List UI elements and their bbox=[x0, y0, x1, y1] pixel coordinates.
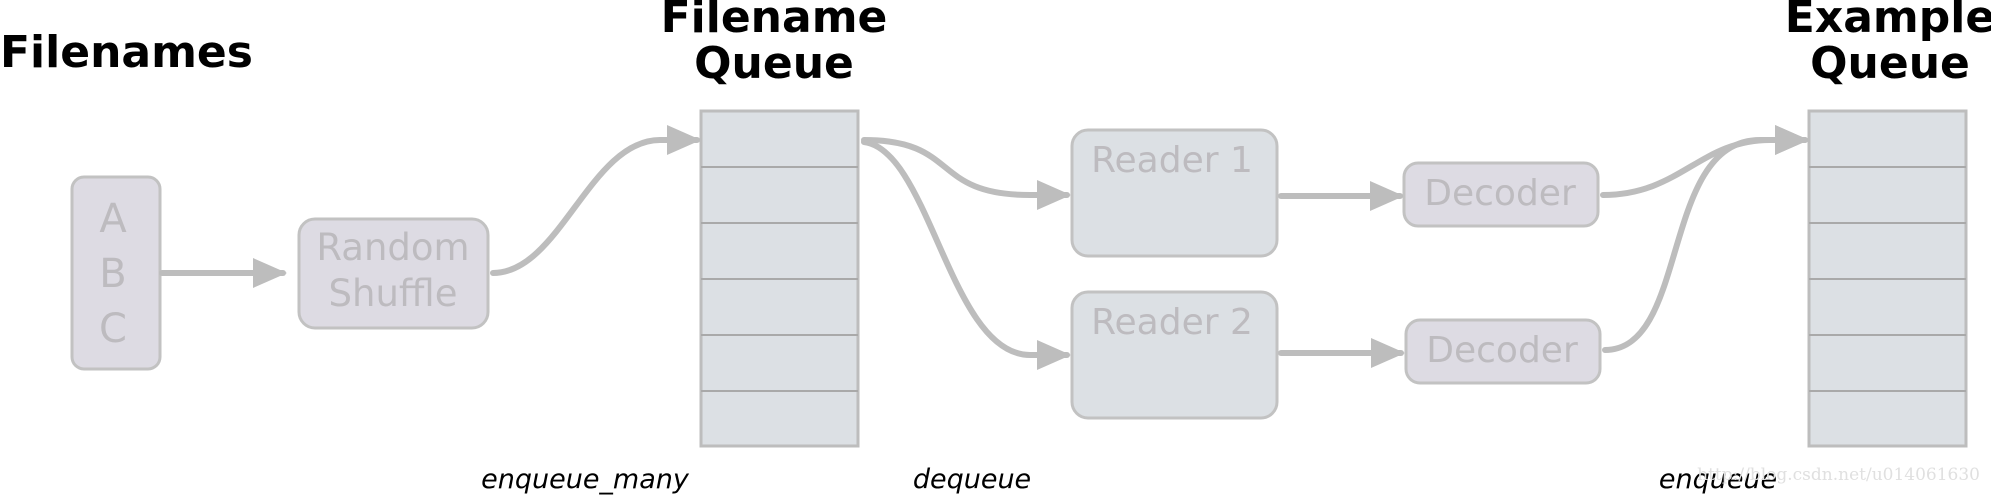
decoder-1-label: Decoder bbox=[1424, 173, 1576, 214]
filename-queue-heading-line1: Filename bbox=[661, 0, 888, 43]
dequeue-caption: dequeue bbox=[913, 464, 1031, 495]
arrow-filename-queue-to-reader-1 bbox=[861, 137, 1071, 210]
random-shuffle-label-line1: Random bbox=[316, 226, 469, 269]
filename-queue-heading-line2: Queue bbox=[694, 38, 854, 89]
example-queue-slot-dividers bbox=[1809, 166, 1966, 392]
decoder-1-box bbox=[1402, 161, 1600, 228]
enqueue-many-caption: enqueue_many bbox=[481, 464, 690, 495]
filename-item-c: C bbox=[99, 306, 127, 352]
reader-1-box bbox=[1070, 128, 1279, 258]
decoder-2-label: Decoder bbox=[1426, 330, 1578, 371]
arrow-decoder-1-to-example-queue bbox=[1600, 125, 1809, 198]
enqueue-caption: enqueue bbox=[1659, 464, 1777, 495]
random-shuffle-label-line2: Shuffle bbox=[329, 272, 458, 315]
example-queue-heading-line2: Queue bbox=[1810, 38, 1970, 89]
filename-queue-slot-dividers bbox=[701, 166, 858, 392]
filenames-heading: Filenames bbox=[0, 27, 253, 78]
reader-2-label: Reader 2 bbox=[1091, 302, 1253, 343]
csdn-watermark: http://blog.csdn.net/u014061630 bbox=[1697, 465, 1980, 485]
arrow-filename-queue-to-reader-2 bbox=[861, 139, 1071, 370]
arrow-decoder-2-to-example-queue bbox=[1602, 125, 1809, 353]
decoder-2-box bbox=[1404, 318, 1602, 385]
filename-item-a: A bbox=[99, 196, 127, 242]
reader-1-label: Reader 1 bbox=[1091, 140, 1253, 181]
reader-2-box bbox=[1070, 290, 1279, 420]
random-shuffle-box bbox=[297, 217, 490, 330]
example-queue-heading-line1: Example bbox=[1785, 0, 1991, 43]
arrow-shuffle-to-filename-queue bbox=[490, 125, 701, 276]
filename-item-b: B bbox=[99, 251, 126, 297]
